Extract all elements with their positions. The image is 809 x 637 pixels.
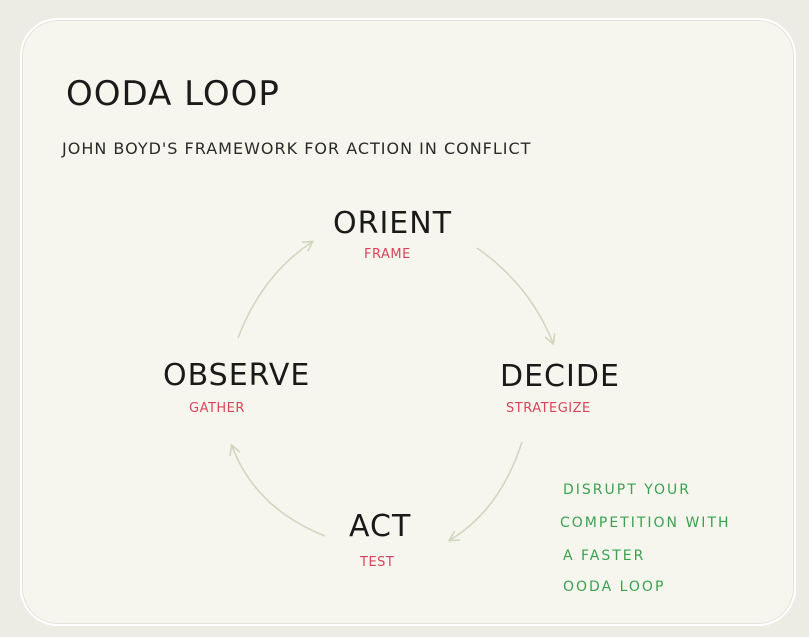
arrow-observe-to-orient	[237, 240, 315, 339]
page-subtitle: JOHN BOYD'S FRAMEWORK FOR ACTION IN CONF…	[62, 139, 532, 158]
note-line-1: DISRUPT YOUR	[563, 482, 691, 498]
note-line-4: OODA LOOP	[563, 579, 666, 595]
arrow-act-to-observe	[229, 443, 326, 537]
whiteboard-card	[20, 18, 796, 626]
node-decide-sub: STRATEGIZE	[506, 401, 591, 416]
note-line-2: COMPETITION WITH	[560, 515, 731, 531]
page-title: OODA LOOP	[66, 74, 280, 114]
node-orient-sub: FRAME	[364, 247, 411, 262]
arrow-orient-to-decide	[476, 247, 556, 346]
node-orient-label: ORIENT	[333, 206, 453, 241]
arrow-decide-to-act	[447, 441, 523, 542]
node-act-label: ACT	[349, 509, 412, 544]
node-act-sub: TEST	[360, 555, 395, 570]
note-line-3: A FASTER	[563, 548, 646, 564]
node-observe-label: OBSERVE	[163, 358, 311, 393]
node-decide-label: DECIDE	[500, 359, 620, 394]
node-observe-sub: GATHER	[189, 401, 245, 416]
